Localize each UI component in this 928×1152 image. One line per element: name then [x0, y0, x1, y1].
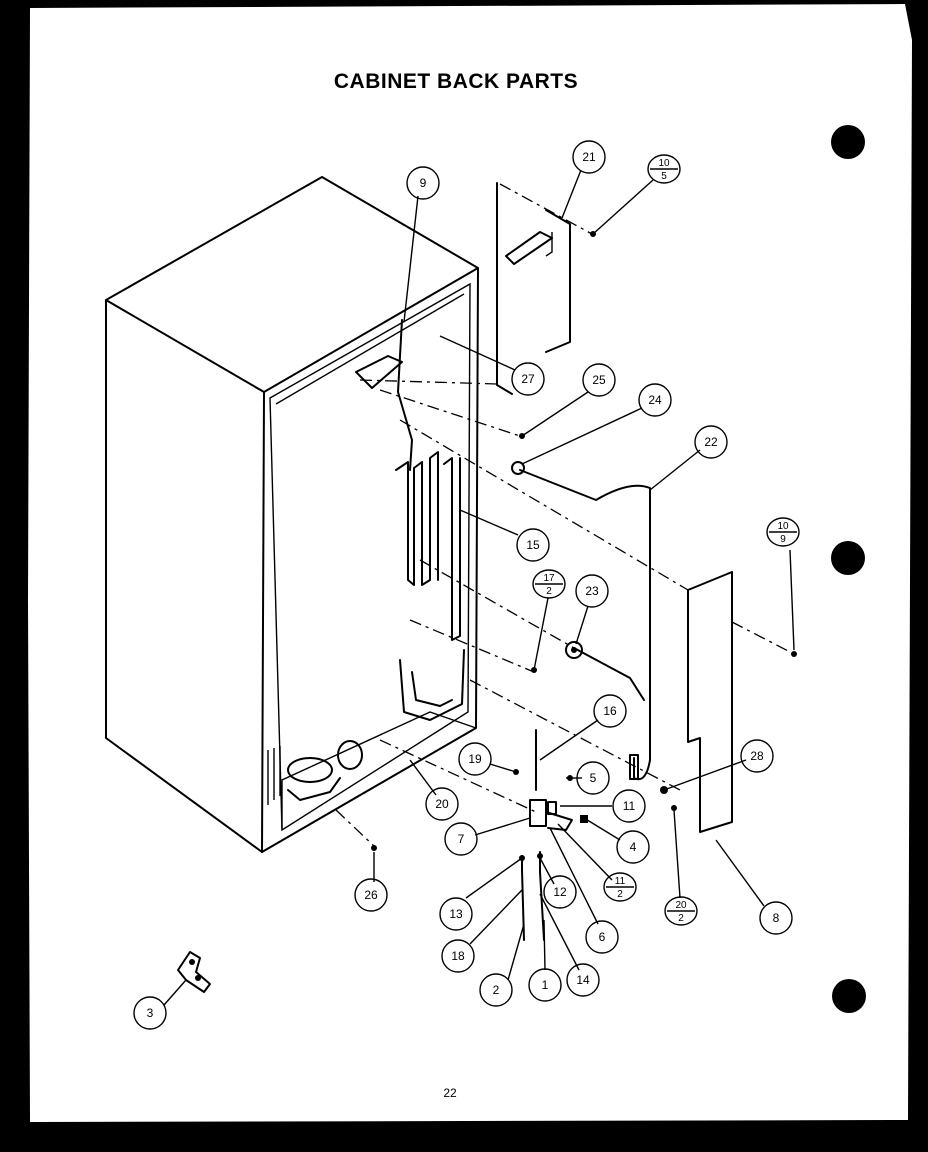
- callout-26: 26: [354, 878, 388, 912]
- callout-3: 3: [133, 996, 167, 1030]
- callout-7: 7: [444, 822, 478, 856]
- svg-text:2: 2: [493, 983, 500, 997]
- callout-11-over-2: 11 2: [603, 872, 637, 902]
- svg-text:11: 11: [623, 799, 636, 813]
- callout-14: 14: [566, 963, 600, 997]
- callout-8: 8: [759, 901, 793, 935]
- callout-16: 16: [593, 694, 627, 728]
- callout-27: 27: [511, 362, 545, 396]
- svg-text:5: 5: [590, 771, 597, 785]
- svg-text:2: 2: [617, 889, 623, 900]
- svg-text:5: 5: [661, 171, 667, 182]
- binder-hole-top: [831, 125, 865, 159]
- panel-8: [687, 571, 733, 833]
- callout-10-over-9: 10 9: [766, 517, 800, 547]
- svg-text:10: 10: [777, 521, 789, 532]
- svg-text:20: 20: [675, 900, 687, 911]
- callout-2: 2: [479, 973, 513, 1007]
- svg-text:16: 16: [603, 704, 617, 718]
- callout-22: 22: [694, 425, 728, 459]
- callout-21: 21: [572, 140, 606, 174]
- svg-text:3: 3: [147, 1006, 154, 1020]
- svg-text:17: 17: [543, 573, 555, 584]
- callout-20: 20: [425, 787, 459, 821]
- svg-text:26: 26: [364, 888, 378, 902]
- callout-28: 28: [740, 739, 774, 773]
- svg-text:2: 2: [678, 913, 684, 924]
- callout-12: 12: [543, 875, 577, 909]
- screw-26: [371, 845, 377, 851]
- svg-text:1: 1: [542, 978, 549, 992]
- svg-text:21: 21: [582, 150, 596, 164]
- svg-text:8: 8: [773, 911, 780, 925]
- svg-text:20: 20: [435, 797, 449, 811]
- svg-text:18: 18: [451, 949, 465, 963]
- binder-hole-middle: [831, 541, 865, 575]
- callout-10-over-5: 10 5: [647, 154, 681, 184]
- svg-text:28: 28: [750, 749, 764, 763]
- svg-text:4: 4: [630, 840, 637, 854]
- bracket-3: [177, 951, 211, 993]
- panel-21: [496, 182, 571, 395]
- tube-22-lower: [573, 647, 645, 701]
- svg-text:9: 9: [780, 534, 786, 545]
- binder-hole-bottom: [832, 979, 866, 1013]
- page-title: CABINET BACK PARTS: [334, 70, 578, 93]
- callout-24: 24: [638, 383, 672, 417]
- svg-text:23: 23: [585, 584, 599, 598]
- assembly-lines: [335, 183, 795, 847]
- page-background: [28, 4, 912, 1122]
- svg-text:22: 22: [704, 435, 718, 449]
- grommet-23: [565, 641, 583, 659]
- svg-text:24: 24: [648, 393, 662, 407]
- grommet-24: [511, 461, 525, 475]
- svg-text:19: 19: [468, 752, 482, 766]
- svg-text:15: 15: [526, 538, 540, 552]
- svg-text:25: 25: [592, 373, 606, 387]
- tube-22: [519, 469, 651, 781]
- svg-text:2: 2: [546, 586, 552, 597]
- svg-text:9: 9: [420, 176, 427, 190]
- svg-text:12: 12: [553, 885, 567, 899]
- callout-15: 15: [516, 528, 550, 562]
- callout-11: 11: [612, 789, 646, 823]
- callout-20-over-2: 20 2: [664, 896, 698, 926]
- callout-5: 5: [576, 761, 610, 795]
- callout-1: 1: [528, 968, 562, 1002]
- callout-23: 23: [575, 574, 609, 608]
- screw-20-2: [671, 805, 677, 811]
- callout-6: 6: [585, 920, 619, 954]
- callout-19: 19: [458, 742, 492, 776]
- callout-18: 18: [441, 939, 475, 973]
- callout-17-over-2: 17 2: [532, 569, 566, 599]
- callout-4: 4: [616, 830, 650, 864]
- svg-text:11: 11: [615, 876, 626, 887]
- svg-text:13: 13: [449, 907, 463, 921]
- callout-25: 25: [582, 363, 616, 397]
- callout-13: 13: [439, 897, 473, 931]
- svg-text:6: 6: [599, 930, 606, 944]
- page-number: 22: [443, 1086, 457, 1100]
- leader-lines: [163, 169, 795, 1006]
- svg-text:10: 10: [658, 158, 670, 169]
- svg-text:27: 27: [521, 372, 535, 386]
- svg-text:7: 7: [458, 832, 465, 846]
- svg-text:14: 14: [576, 973, 590, 987]
- callout-9: 9: [406, 166, 440, 200]
